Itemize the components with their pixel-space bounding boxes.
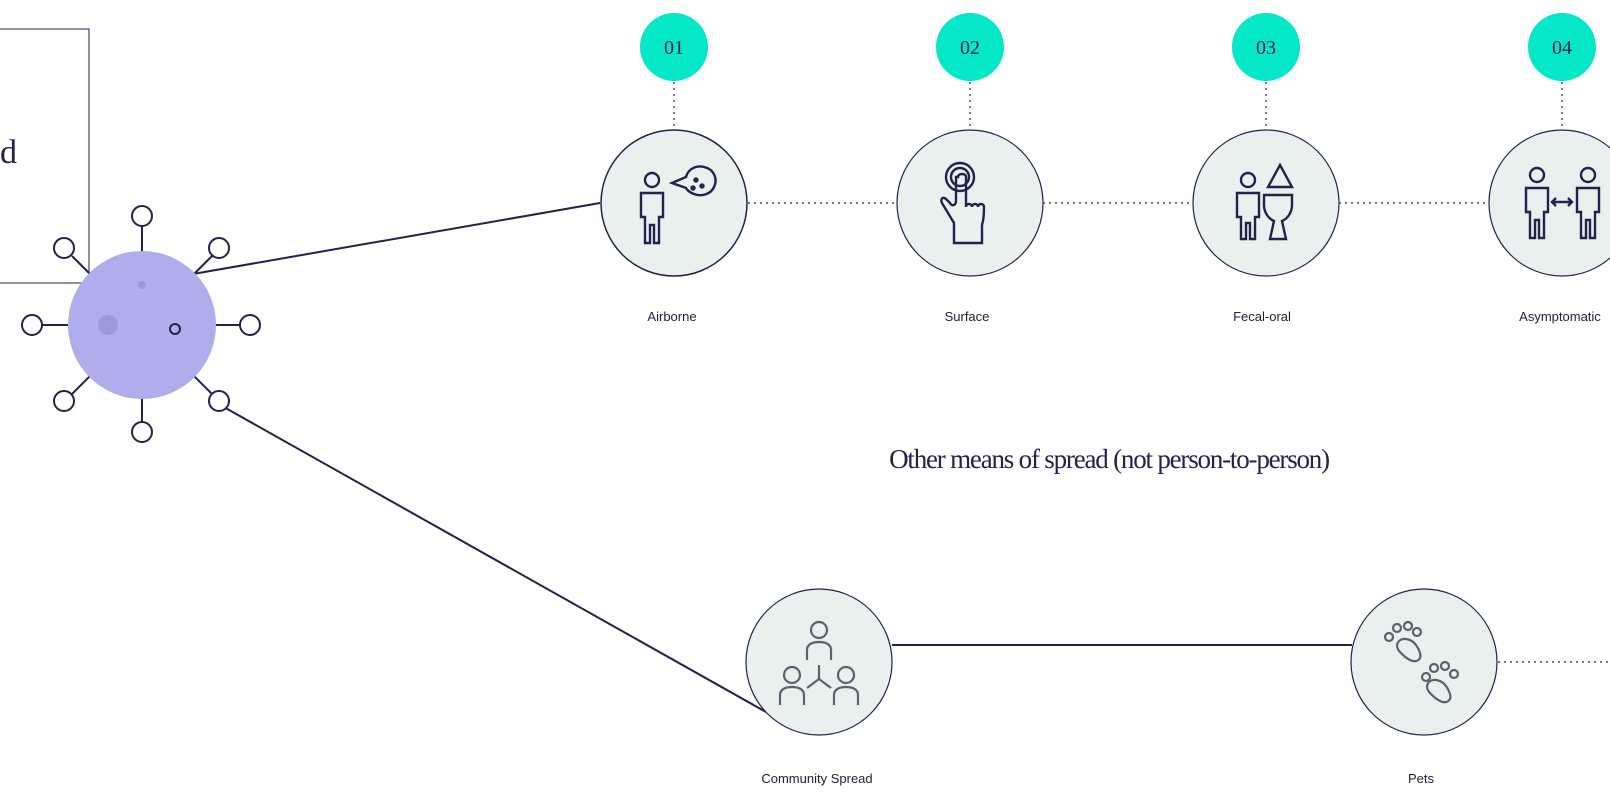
pets-node	[1350, 588, 1498, 736]
number-badge: 03	[1232, 13, 1300, 128]
surface-node	[896, 129, 1044, 277]
title-box	[0, 28, 90, 284]
connector-line-community	[221, 405, 767, 713]
asymptomatic-node	[1488, 129, 1610, 277]
two-people-icon	[1524, 166, 1601, 240]
paw-prints-icon	[1383, 620, 1460, 704]
airborne-person-icon	[639, 165, 717, 245]
pets-label: Pets	[1407, 771, 1435, 786]
fecal-oral-label: Fecal-oral	[1233, 309, 1291, 324]
number-text: 03	[1256, 37, 1276, 59]
other-means-heading: Other means of spread (not person-to-per…	[889, 444, 1330, 474]
touch-hand-icon	[940, 161, 986, 245]
number-badge: 04	[1528, 13, 1596, 128]
surface-label: Surface	[944, 309, 990, 324]
community-spread-label: Community Spread	[761, 771, 873, 786]
asymptomatic-label: Asymptomatic	[1519, 309, 1601, 324]
number-badge: 01	[640, 13, 708, 128]
airborne-label: Airborne	[647, 309, 697, 324]
virus-icon	[21, 205, 261, 443]
toilet-icon	[1235, 162, 1295, 241]
community-spread-node	[745, 588, 893, 736]
number-badge: 02	[936, 13, 1004, 128]
community-group-icon	[778, 620, 860, 705]
airborne-node	[600, 129, 748, 277]
fecal-oral-node	[1192, 129, 1340, 277]
number-text: 02	[960, 37, 980, 59]
number-text: 04	[1552, 37, 1572, 59]
title-box-text: d	[0, 134, 17, 171]
connector-line-airborne	[192, 202, 601, 275]
number-text: 01	[664, 37, 684, 59]
